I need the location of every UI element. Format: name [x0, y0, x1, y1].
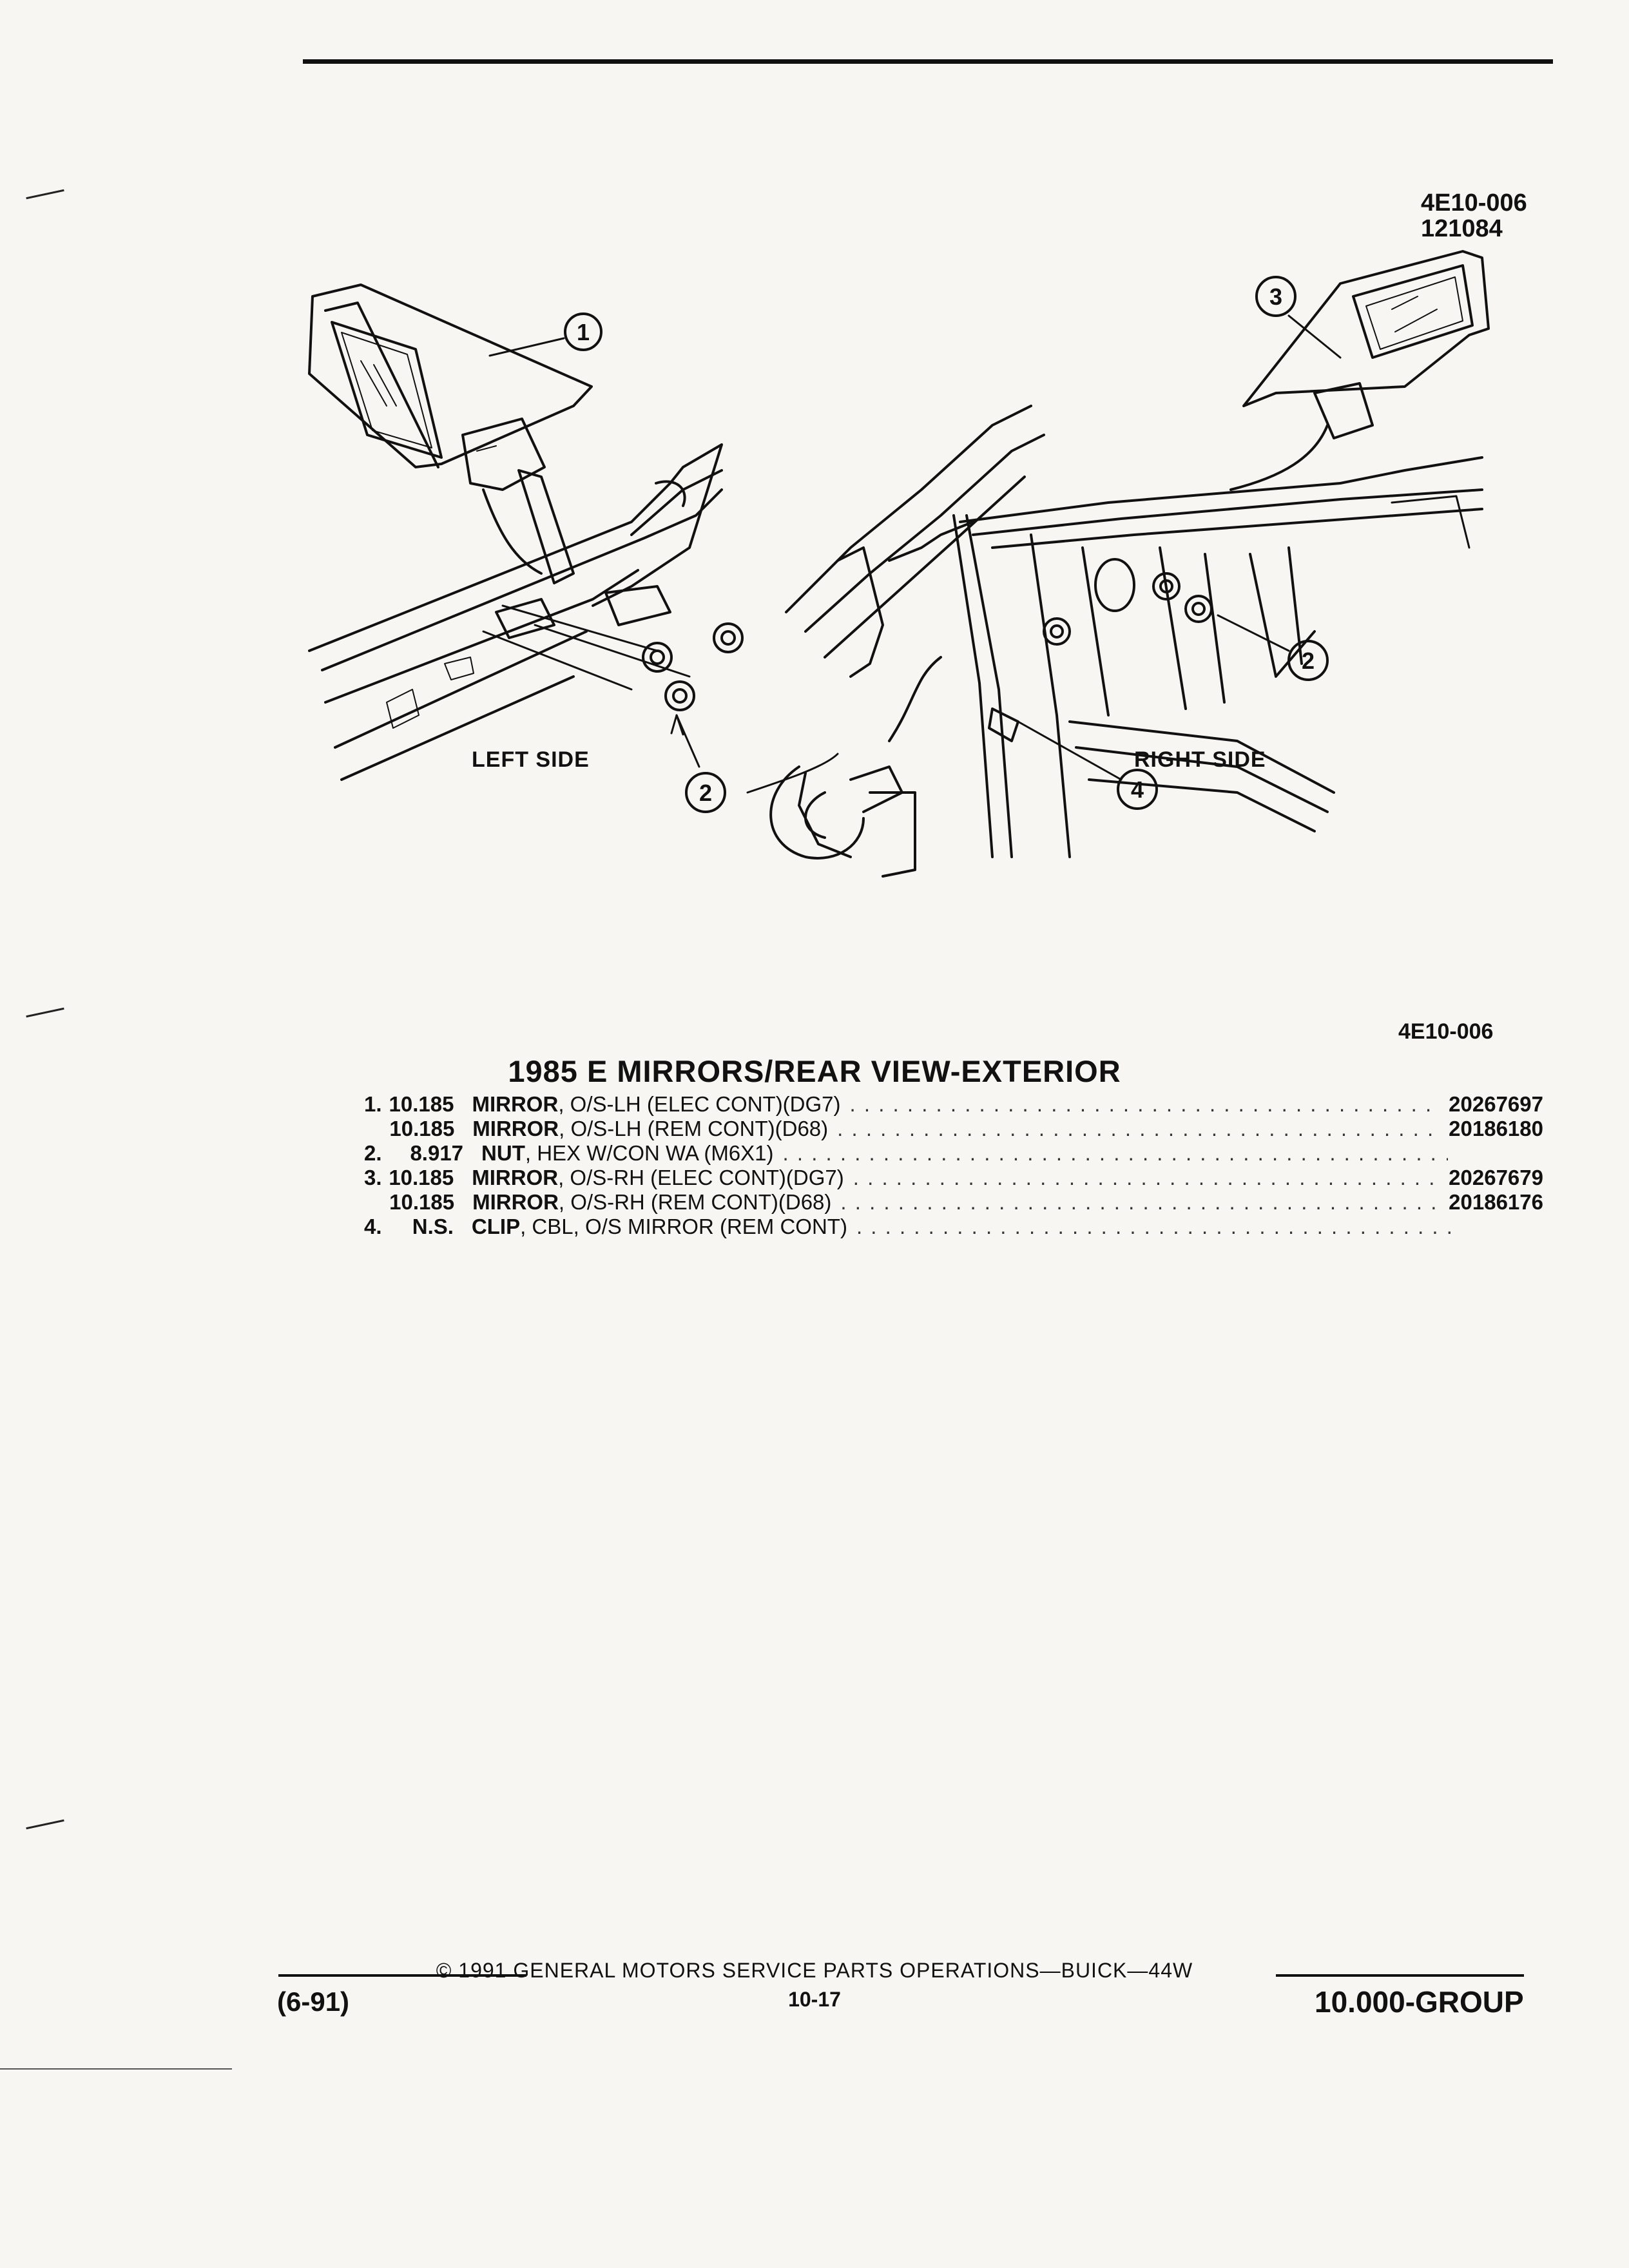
part-name: MIRROR	[472, 1092, 559, 1116]
header-rule	[303, 59, 1553, 64]
edge-mark	[26, 1819, 64, 1830]
figure-date-code: 121084	[1421, 215, 1503, 242]
left-mirror	[308, 284, 744, 813]
group-number: 10.185	[389, 1166, 454, 1189]
part-description: MIRROR, O/S-LH (ELEC CONT)(DG7)	[472, 1092, 840, 1117]
section-title: 1985 E MIRRORS/REAR VIEW-EXTERIOR	[508, 1054, 1121, 1088]
callout-3: 3	[1269, 284, 1282, 310]
figure-code: 4E10-006	[1421, 189, 1527, 216]
item-number: 2.	[364, 1141, 382, 1165]
part-qualifier: , O/S-LH (REM CONT)(D68)	[559, 1117, 829, 1140]
footer-rule-right	[1276, 1974, 1524, 1977]
leader-dots: . . . . . . . . . . . . . . . . . . . . …	[849, 1092, 1440, 1116]
mirror-illustration: 1 2 3 4 2	[308, 250, 1490, 878]
part-qualifier: , HEX W/CON WA (M6X1)	[525, 1141, 774, 1165]
part-qualifier: , CBL, O/S MIRROR (REM CONT)	[520, 1215, 847, 1238]
parts-list: 1. 10.185 MIRROR, O/S-LH (ELEC CONT)(DG7…	[364, 1092, 1543, 1239]
part-number: 20267697	[1449, 1092, 1543, 1116]
part-number: 20267679	[1449, 1166, 1543, 1189]
group-number: 8.917	[410, 1141, 464, 1165]
left-side-label: LEFT SIDE	[472, 747, 590, 772]
part-description: MIRROR, O/S-RH (REM CONT)(D68)	[472, 1190, 831, 1215]
callout-2-left: 2	[699, 780, 712, 806]
group-number: 10.185	[389, 1092, 454, 1116]
part-name: CLIP	[471, 1215, 521, 1238]
part-description: CLIP, CBL, O/S MIRROR (REM CONT)	[472, 1215, 847, 1239]
leader-dots: . . . . . . . . . . . . . . . . . . . . …	[837, 1117, 1440, 1140]
part-number: 20186180	[1449, 1117, 1543, 1140]
part-qualifier: , O/S-RH (REM CONT)(D68)	[558, 1190, 832, 1214]
part-qualifier: , O/S-RH (ELEC CONT)(DG7)	[558, 1166, 844, 1189]
leader-dots: . . . . . . . . . . . . . . . . . . . . …	[840, 1190, 1440, 1214]
copyright-notice: © 1991 GENERAL MOTORS SERVICE PARTS OPER…	[436, 1959, 1193, 1982]
part-row: 3. 10.185 MIRROR, O/S-RH (ELEC CONT)(DG7…	[364, 1166, 1543, 1190]
part-row: 2. 8.917 NUT, HEX W/CON WA (M6X1) . . . …	[364, 1141, 1543, 1166]
edge-mark	[26, 189, 64, 200]
part-name: NUT	[481, 1141, 525, 1165]
figure-code-bottom: 4E10-006	[1398, 1019, 1494, 1044]
item-number: 4.	[364, 1215, 382, 1238]
part-row: 1. 10.185 MIRROR, O/S-LH (ELEC CONT)(DG7…	[364, 1092, 1543, 1117]
part-name: MIRROR	[472, 1117, 559, 1140]
group-number: 10.185	[389, 1117, 455, 1140]
group-number: N.S.	[412, 1215, 454, 1238]
group-label: 10.000-GROUP	[1315, 1985, 1524, 2019]
part-row: 4. N.S. CLIP, CBL, O/S MIRROR (REM CONT)…	[364, 1215, 1543, 1239]
part-description: NUT, HEX W/CON WA (M6X1)	[481, 1141, 773, 1166]
item-number: 3.	[364, 1166, 382, 1189]
part-row: 10.185 MIRROR, O/S-LH (REM CONT)(D68) . …	[364, 1117, 1543, 1141]
part-description: MIRROR, O/S-RH (ELEC CONT)(DG7)	[472, 1166, 844, 1190]
page-number: 10-17	[788, 1988, 841, 2011]
right-side-label: RIGHT SIDE	[1134, 747, 1266, 772]
item-number: 1.	[364, 1092, 382, 1116]
part-description: MIRROR, O/S-LH (REM CONT)(D68)	[472, 1117, 828, 1141]
edge-mark	[0, 2068, 232, 2070]
leader-dots: . . . . . . . . . . . . . . . . . . . . …	[856, 1215, 1456, 1238]
callout-1: 1	[577, 319, 590, 345]
callout-2-right: 2	[1302, 648, 1315, 674]
group-number: 10.185	[389, 1190, 455, 1214]
revision-date: (6-91)	[277, 1986, 350, 2017]
right-mirror	[746, 250, 1490, 878]
callout-4: 4	[1131, 776, 1144, 803]
figure-id-top: 4E10-006 121084	[1421, 190, 1527, 242]
footer-rule-left	[278, 1974, 526, 1977]
part-number: 20186176	[1449, 1190, 1543, 1214]
leader-dots: . . . . . . . . . . . . . . . . . . . . …	[782, 1141, 1448, 1165]
leader-dots: . . . . . . . . . . . . . . . . . . . . …	[853, 1166, 1440, 1189]
part-qualifier: , O/S-LH (ELEC CONT)(DG7)	[558, 1092, 841, 1116]
part-name: MIRROR	[472, 1166, 559, 1189]
edge-mark	[26, 1007, 64, 1018]
part-row: 10.185 MIRROR, O/S-RH (REM CONT)(D68) . …	[364, 1190, 1543, 1215]
part-name: MIRROR	[472, 1190, 559, 1214]
